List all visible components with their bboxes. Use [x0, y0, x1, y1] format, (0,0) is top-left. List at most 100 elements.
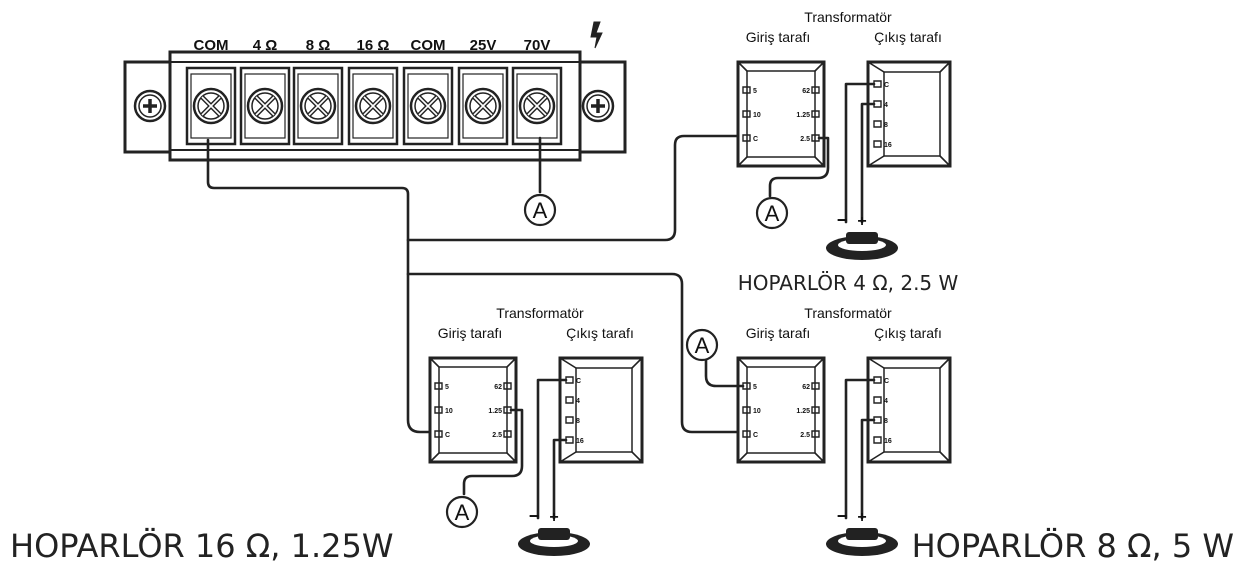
output-tap-label: C	[884, 378, 889, 385]
output-tap-label: 4	[884, 102, 888, 109]
terminal-label: 25V	[470, 37, 497, 54]
input-tap-left-label: 5	[445, 384, 449, 391]
terminal-1-inner	[244, 73, 286, 139]
input-tap-right-lug	[811, 406, 820, 414]
speaker-plus-sign: +	[857, 213, 866, 230]
output-tap-label: 4	[884, 398, 888, 405]
input-tap-right-label: 1.25	[796, 408, 810, 415]
input-tap-right-lug	[811, 86, 820, 94]
transformer-title: Transformatör	[496, 305, 584, 321]
terminal-6-screw-rim	[523, 92, 551, 120]
terminal-0-screw-rim	[197, 92, 225, 120]
terminal-label: COM	[194, 37, 229, 54]
output-tap-label: 16	[576, 438, 584, 445]
speaker-magnet	[538, 528, 570, 540]
output-coil-inner	[883, 367, 941, 453]
speaker-minus-sign: −	[529, 506, 540, 526]
terminal-label: 8 Ω	[306, 37, 331, 54]
output-tap-label: C	[576, 378, 581, 385]
input-tap-right-lug	[503, 382, 512, 390]
speaker-label-bottom-left: HOPARLÖR 16 Ω, 1.25W	[10, 527, 393, 565]
speaker-minus-sign: −	[837, 506, 848, 526]
input-coil-box	[736, 60, 826, 168]
terminal-4-inner	[407, 73, 449, 139]
output-tap-label: C	[884, 82, 889, 89]
input-tap-right-lug	[811, 430, 820, 438]
tap-marker-letter: A	[695, 333, 710, 358]
terminal-5-screw-slot-inner	[473, 96, 493, 116]
output-tap-label: 16	[884, 142, 892, 149]
mount-screw-left-rim	[138, 94, 162, 118]
wires	[206, 134, 747, 434]
input-tap-right-label: 62	[802, 384, 810, 391]
tap-lead	[462, 408, 524, 496]
transformer-title: Transformatör	[804, 305, 892, 321]
input-tap-left-lug	[742, 110, 751, 118]
speaker-lead-plus	[552, 438, 568, 520]
input-tap-left-lug	[742, 406, 751, 414]
terminal-2-screw-rim	[304, 92, 332, 120]
input-tap-left-label: C	[445, 432, 450, 439]
terminal-label: COM	[411, 37, 446, 54]
speaker-label-top-right: HOPARLÖR 4 Ω, 2.5 W	[738, 271, 959, 295]
terminal-0-inner	[190, 73, 232, 139]
input-side-label: Giriş tarafı	[746, 29, 811, 45]
terminal-label: 16 Ω	[357, 37, 390, 54]
terminal-3-inner	[352, 73, 394, 139]
mount-screw-right-slot	[591, 99, 605, 113]
output-side-label: Çıkış tarafı	[874, 325, 942, 341]
input-coil-bevel	[737, 357, 825, 463]
input-coil-box	[428, 356, 518, 464]
output-coil-bevel	[559, 357, 643, 463]
terminal-1-screw-slot-inner	[255, 96, 275, 116]
output-tap-lug	[873, 140, 882, 148]
output-tap-label: 8	[576, 418, 580, 425]
wire	[406, 134, 747, 242]
output-tap-lug	[873, 436, 882, 444]
output-tap-lug	[565, 396, 574, 404]
input-tap-right-lug	[503, 406, 512, 414]
terminal-2-screw-slot-inner	[308, 96, 328, 116]
output-tap-label: 8	[884, 418, 888, 425]
input-tap-left-lug	[434, 382, 443, 390]
input-tap-left-label: 5	[753, 88, 757, 95]
output-tap-lug	[873, 120, 882, 128]
output-tap-label: 8	[884, 122, 888, 129]
output-side-label: Çıkış tarafı	[566, 325, 634, 341]
speaker-lead-plus	[860, 418, 876, 520]
speaker-magnet	[846, 528, 878, 540]
input-tap-right-label: 62	[802, 88, 810, 95]
input-tap-left-lug	[434, 406, 443, 414]
input-coil-inner	[746, 70, 816, 158]
terminal-1-screw-rim	[251, 92, 279, 120]
output-coil-inner	[883, 71, 941, 157]
wire	[206, 138, 447, 434]
output-tap-lug	[873, 396, 882, 404]
input-tap-right-label: 1.25	[488, 408, 502, 415]
speaker-lead-minus	[844, 378, 876, 520]
output-coil-bevel	[867, 61, 951, 167]
tap-marker-circle	[755, 196, 789, 230]
speaker-lead-minus	[844, 82, 876, 224]
terminal-5-inner	[462, 73, 504, 139]
output-coil-bevel	[867, 357, 951, 463]
input-tap-right-lug	[811, 134, 820, 142]
input-tap-left-lug	[742, 134, 751, 142]
input-side-label: Giriş tarafı	[438, 325, 503, 341]
input-tap-left-lug	[742, 430, 751, 438]
input-tap-left-label: 10	[753, 112, 761, 119]
output-coil-box	[866, 60, 952, 168]
input-tap-right-label: 62	[494, 384, 502, 391]
input-tap-left-lug	[434, 430, 443, 438]
input-tap-right-lug	[811, 110, 820, 118]
input-tap-right-lug	[503, 430, 512, 438]
input-tap-left-label: 10	[445, 408, 453, 415]
mount-screw-left-slot	[143, 99, 157, 113]
input-coil-box	[736, 356, 826, 464]
tap-lead	[768, 136, 830, 198]
